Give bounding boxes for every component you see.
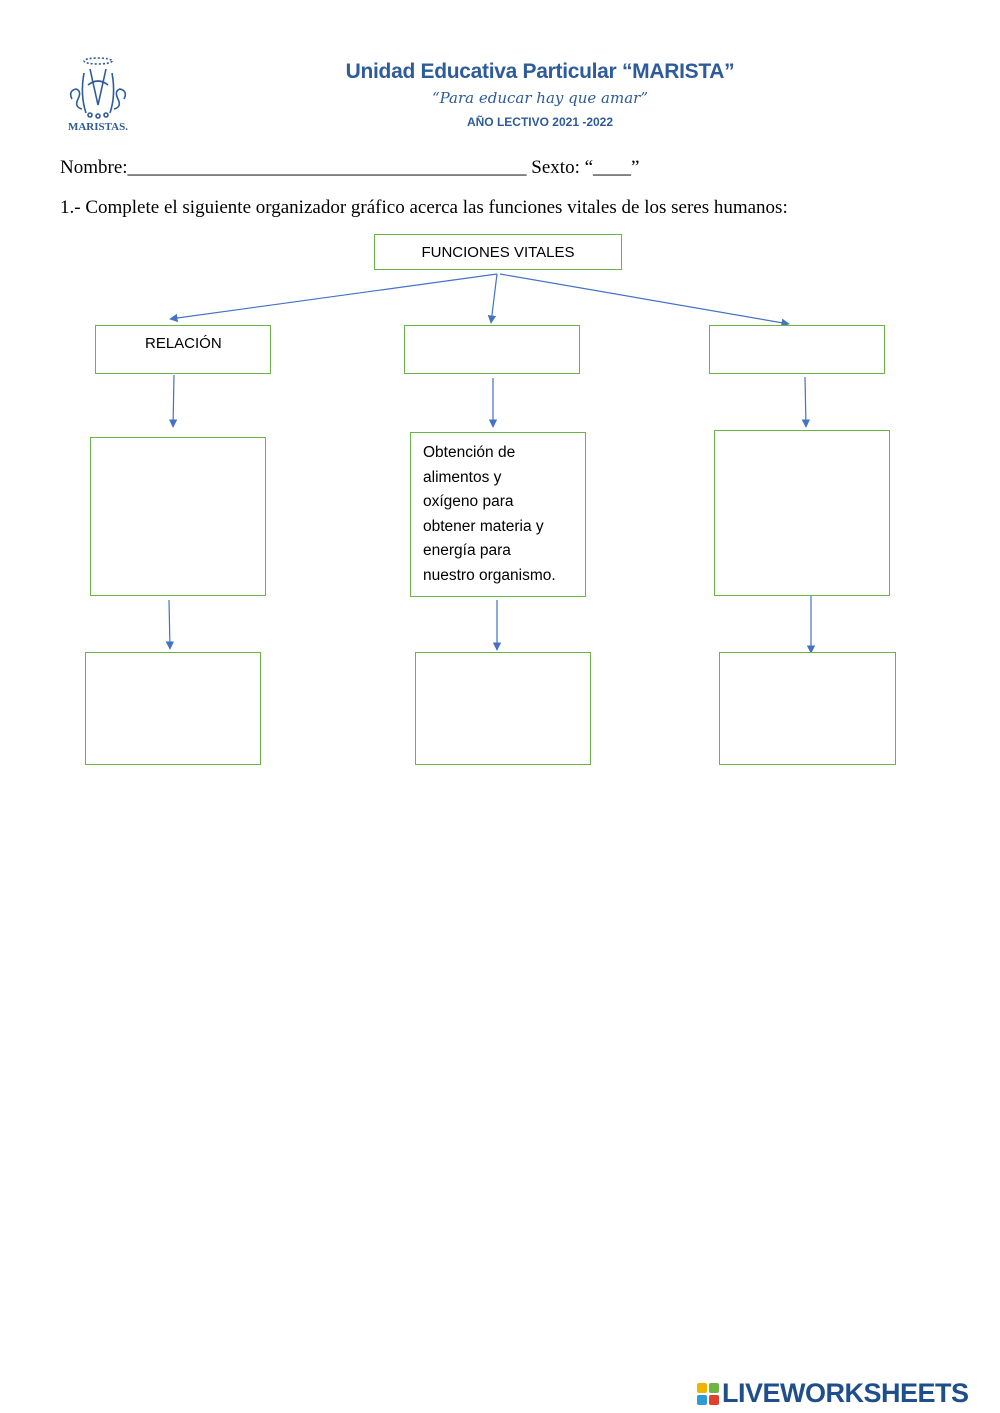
level3-box-center (415, 652, 591, 765)
level2-box-center: Obtención de alimentos y oxígeno para ob… (410, 432, 586, 597)
nutrition-line: nuestro organismo. (423, 566, 556, 584)
nutrition-line: energía para (423, 542, 511, 559)
level1-input-center[interactable] (409, 330, 575, 369)
nutrition-description: Obtención de alimentos y oxígeno para ob… (423, 441, 577, 588)
level3-input-left[interactable] (90, 657, 256, 760)
exercise-instruction: 1.- Complete el siguiente organizador gr… (60, 197, 788, 218)
nutrition-line: obtener materia y (423, 517, 544, 535)
name-grade-line: Nombre:_________________________________… (60, 157, 639, 179)
arrow-left-1 (168, 374, 178, 428)
liveworksheets-icon (697, 1382, 719, 1405)
school-motto: “Para educar hay que amar” (431, 89, 649, 107)
level1-box-left: RELACIÓN (95, 325, 271, 374)
level3-input-center[interactable] (420, 657, 586, 760)
level2-box-right (714, 430, 890, 596)
level3-box-left (85, 652, 261, 765)
maristas-logo: MARISTAS. (60, 55, 136, 135)
arrow-root-to-center (487, 273, 498, 324)
name-label: Nombre: (60, 157, 128, 178)
school-year: AÑO LECTIVO 2021 -2022 (466, 115, 614, 129)
level1-box-right (709, 325, 885, 374)
level1-label-left: RELACIÓN (145, 335, 222, 352)
nutrition-line: oxígeno para (423, 493, 514, 510)
level2-input-left[interactable] (95, 442, 261, 591)
root-label: FUNCIONES VITALES (421, 244, 575, 261)
arrow-root-to-left (169, 273, 498, 323)
nutrition-line: Obtención de (423, 444, 516, 461)
level2-box-left (90, 437, 266, 596)
name-field[interactable]: ________________________________________… (127, 157, 527, 178)
nutrition-line: alimentos y (423, 468, 502, 486)
grade-field[interactable]: ____ (593, 157, 632, 178)
liveworksheets-logo: LIVEWORKSHEETS (697, 1378, 969, 1409)
level3-input-right[interactable] (724, 657, 891, 760)
level3-box-right (719, 652, 896, 765)
level1-box-center (404, 325, 580, 374)
arrow-right-1 (801, 376, 811, 428)
arrow-left-2 (165, 599, 175, 650)
level2-input-right[interactable] (719, 435, 885, 591)
grade-label: Sexto: “ (531, 157, 594, 178)
liveworksheets-brand: LIVEWORKSHEETS (722, 1378, 969, 1408)
school-name: Unidad Educativa Particular “MARISTA” (345, 60, 735, 83)
logo-text: MARISTAS. (68, 121, 128, 133)
arrow-root-to-right (499, 273, 790, 327)
root-box: FUNCIONES VITALES (374, 234, 622, 270)
grade-close-quote: ” (631, 157, 640, 178)
level1-input-right[interactable] (714, 330, 880, 369)
